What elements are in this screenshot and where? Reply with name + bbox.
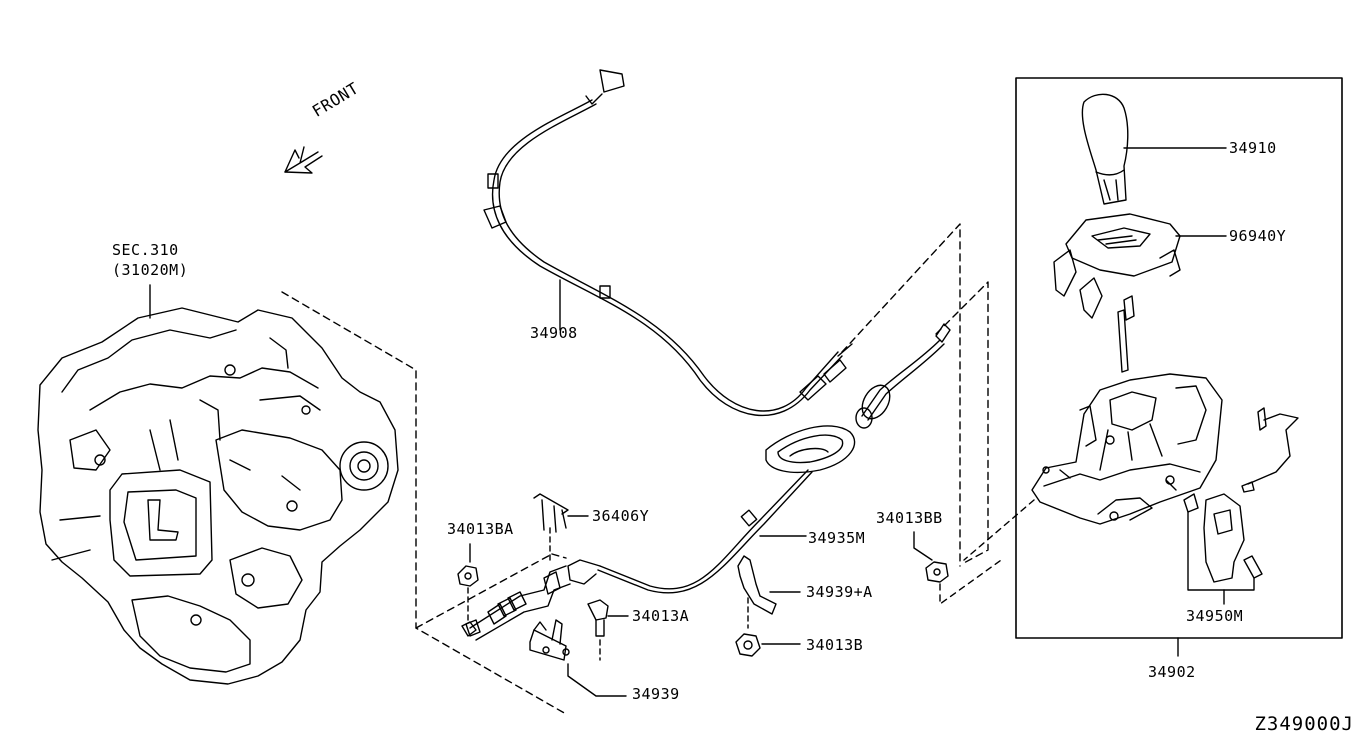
section-ref-line1: SEC.310 [112,241,179,259]
bracket-34939-icon [529,619,627,697]
indicator-panel-icon [1053,213,1227,319]
bracket-34939a-icon [737,555,801,629]
bolt-34013a-icon [587,599,629,661]
label-34939a: 34939+A [806,583,873,601]
label-96940y: 96940Y [1229,227,1287,245]
label-34908: 34908 [530,324,578,342]
label-34013a: 34013A [632,607,690,625]
label-34910: 34910 [1229,139,1277,157]
label-34013b: 34013B [806,636,864,654]
control-cable-icon [483,69,853,417]
solenoid-34950m-icon [1183,493,1263,605]
shifter-assembly-icon [1031,295,1223,525]
label-36406y: 36406Y [592,507,650,525]
shift-cable-icon [465,323,951,641]
harness-icon [1241,407,1299,493]
label-34902: 34902 [1148,663,1196,681]
label-34013bb: 34013BB [876,509,943,527]
label-34939: 34939 [632,685,680,703]
label-34950m: 34950M [1186,607,1244,625]
bolt-34013ba-icon [457,543,479,637]
label-34013ba: 34013BA [447,520,514,538]
drawing-code: Z349000J [1254,713,1354,735]
label-34935m: 34935M [808,529,866,547]
shift-knob-icon [1081,93,1227,205]
clip-36406y-icon [533,493,589,561]
nut-34013bb-icon [913,531,1005,605]
section-ref-line2: (31020M) [112,261,189,279]
transmission-icon [37,284,399,685]
assembly-frame [1015,77,1343,639]
nut-34013b-icon [735,633,801,657]
front-arrow-icon [284,146,323,174]
